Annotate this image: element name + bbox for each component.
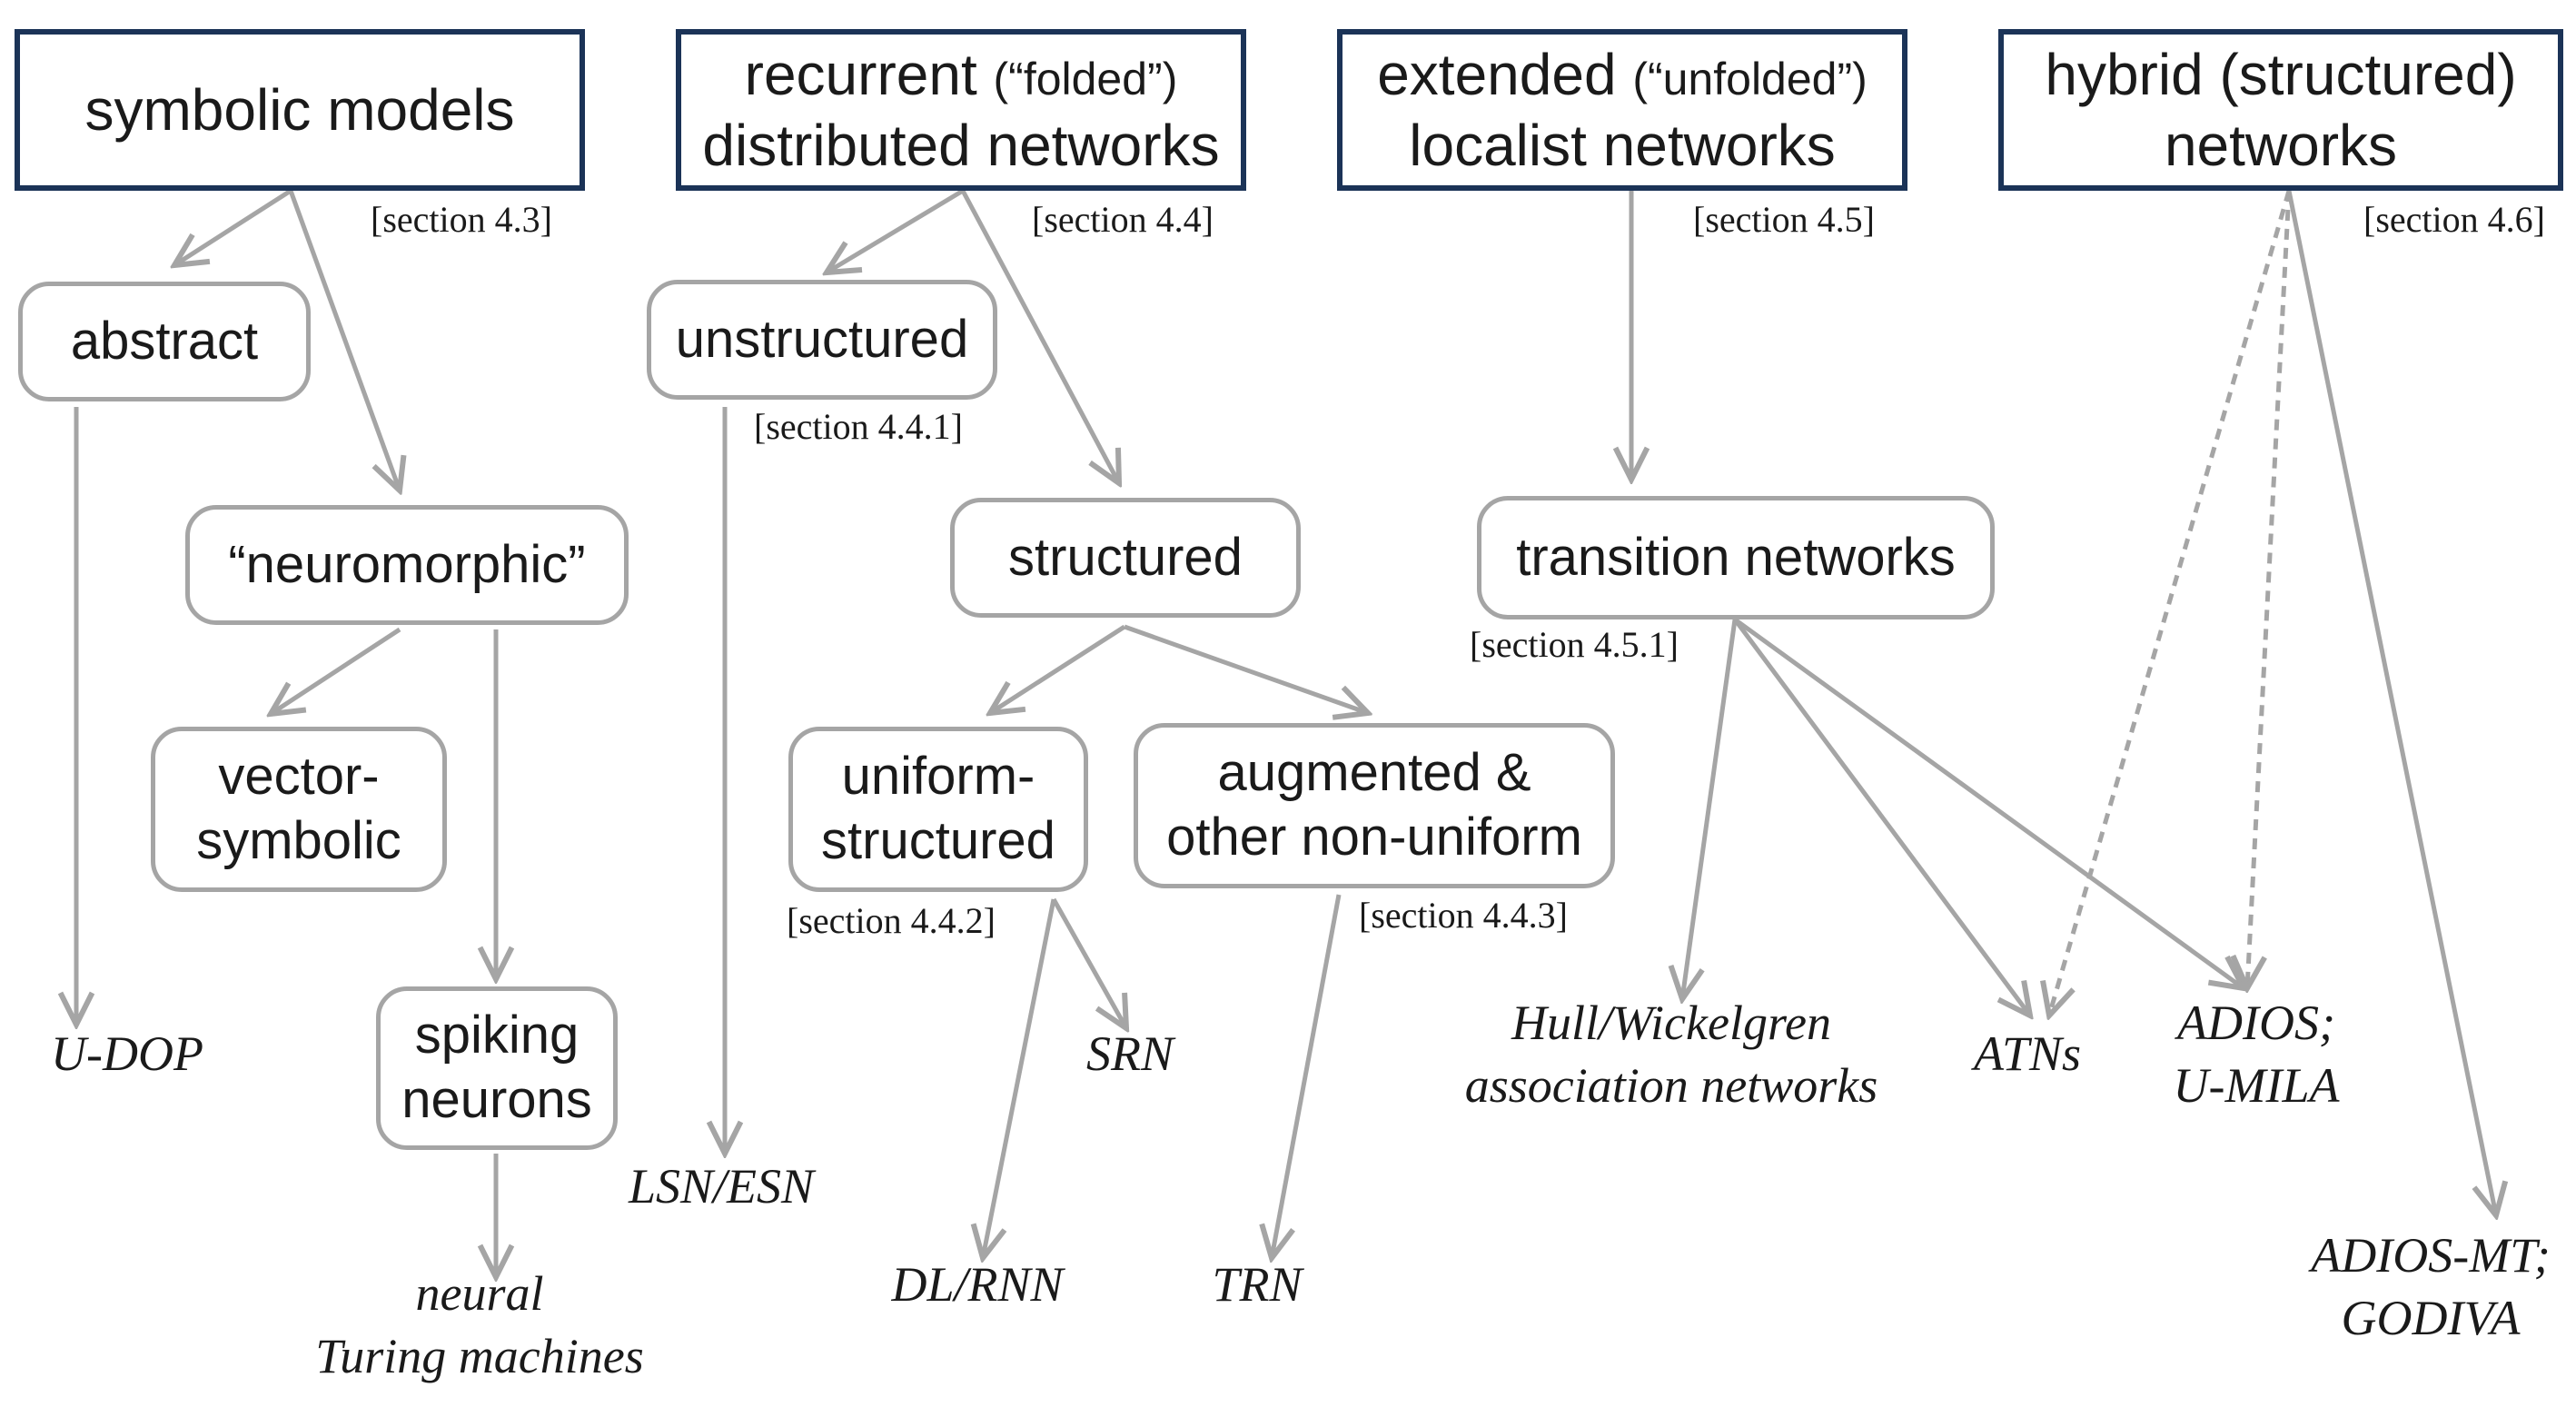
recurrent-title-line1: recurrent (“folded”) — [745, 39, 1178, 110]
extended-networks-box: extended (“unfolded”) localist networks — [1337, 29, 1907, 191]
spiking-neurons-node: spiking neurons — [376, 986, 618, 1150]
arrow-structured-to-augmented — [1124, 624, 1368, 713]
arrow-uniform-to-dlrnn — [983, 898, 1056, 1258]
trn-label: TRN — [1212, 1257, 1303, 1312]
u-dop-label: U-DOP — [51, 1026, 203, 1081]
adios-mt-label: ADIOS-MT; — [2311, 1228, 2551, 1283]
transition-networks-node: transition networks — [1477, 496, 1995, 619]
uniform-structured-node: uniform- structured — [788, 727, 1088, 892]
arrow-augmented-to-trn — [1272, 894, 1342, 1258]
u-mila-label: U-MILA — [2173, 1058, 2340, 1114]
turing-machines-label: Turing machines — [315, 1329, 644, 1384]
transition-networks-label: transition networks — [1516, 527, 1956, 587]
extended-title-line1: extended (“unfolded”) — [1377, 39, 1868, 110]
lsn-esn-label: LSN/ESN — [628, 1159, 815, 1214]
spiking-neurons-line1: spiking — [414, 1006, 580, 1065]
neuromorphic-label: “neuromorphic” — [228, 534, 586, 594]
hybrid-label: hybrid (structured) — [2045, 41, 2517, 107]
hybrid-networks-box: hybrid (structured) networks — [1998, 29, 2563, 191]
augmented-line2: other non-uniform — [1166, 808, 1582, 867]
symbolic-models-box: symbolic models — [15, 29, 585, 191]
leaf-neural-turing-machines: neural Turing machines — [315, 1263, 644, 1388]
section-label-4-4-1: [section 4.4.1] — [754, 406, 963, 447]
section-label-4-6: [section 4.6] — [2363, 199, 2545, 240]
arrow-uniform-to-srn — [1051, 897, 1126, 1028]
vector-symbolic-line2: symbolic — [196, 811, 401, 870]
section-label-4-4-2: [section 4.4.2] — [787, 900, 996, 941]
godiva-label: GODIVA — [2341, 1291, 2521, 1346]
arrow-transition-to-atns — [1732, 618, 2030, 1016]
unstructured-label: unstructured — [675, 309, 969, 369]
arrow-transition-to-hull — [1682, 619, 1738, 999]
association-networks-label: association networks — [1464, 1058, 1878, 1114]
section-label-4-3: [section 4.3] — [371, 199, 552, 240]
abstract-node: abstract — [18, 282, 311, 401]
leaf-trn: TRN — [1212, 1254, 1302, 1316]
uniform-structured-line2: structured — [821, 811, 1055, 870]
spiking-neurons-line2: neurons — [401, 1070, 592, 1129]
uniform-structured-line1: uniform- — [841, 747, 1035, 807]
leaf-srn: SRN — [1086, 1023, 1174, 1085]
distributed-networks-label: distributed networks — [702, 113, 1220, 178]
abstract-label: abstract — [70, 311, 259, 371]
leaf-adios-mt-godiva: ADIOS-MT; GODIVA — [2311, 1224, 2550, 1350]
adios-label: ADIOS; — [2177, 996, 2335, 1050]
leaf-u-dop: U-DOP — [51, 1023, 203, 1085]
atns-label: ATNs — [1973, 1026, 2082, 1081]
arrow-transition-to-adios — [1733, 617, 2244, 988]
section-label-4-5-1: [section 4.5.1] — [1470, 624, 1679, 665]
srn-label: SRN — [1085, 1026, 1174, 1081]
section-label-4-5: [section 4.5] — [1693, 199, 1875, 240]
folded-note: (“folded”) — [993, 53, 1178, 104]
arrow-hybrid-to-adios-mt — [2286, 190, 2496, 1215]
symbolic-models-label: symbolic models — [84, 76, 515, 143]
arrow-symbolic-to-neuromorphic — [288, 190, 400, 490]
structured-node: structured — [950, 498, 1301, 618]
section-label-4-4-3: [section 4.4.3] — [1359, 895, 1568, 936]
dl-rnn-label: DL/RNN — [891, 1257, 1064, 1312]
leaf-adios-umila: ADIOS; U-MILA — [2174, 992, 2340, 1117]
leaf-hull-wickelgren: Hull/Wickelgren association networks — [1465, 992, 1878, 1117]
recurrent-networks-box: recurrent (“folded”) distributed network… — [676, 29, 1246, 191]
hull-wickelgren-label: Hull/Wickelgren — [1511, 996, 1831, 1050]
arrow-symbolic-to-abstract — [174, 188, 292, 265]
neural-label: neural — [415, 1266, 544, 1321]
arrow-hybrid-to-atns-dashed — [2049, 190, 2292, 1016]
vector-symbolic-node: vector- symbolic — [151, 727, 447, 892]
vector-symbolic-line1: vector- — [218, 747, 380, 807]
recurrent-label: recurrent — [744, 41, 977, 107]
augmented-line1: augmented & — [1217, 743, 1531, 803]
arrow-recurrent-to-unstructured — [827, 188, 965, 272]
section-label-4-4: [section 4.4] — [1032, 199, 1214, 240]
arrow-recurrent-to-structured — [960, 189, 1119, 483]
neuromorphic-node: “neuromorphic” — [185, 505, 629, 625]
unfolded-note: (“unfolded”) — [1632, 53, 1868, 104]
structured-label: structured — [1008, 527, 1243, 587]
unstructured-node: unstructured — [647, 280, 997, 400]
arrow-structured-to-uniform — [990, 624, 1126, 713]
augmented-node: augmented & other non-uniform — [1134, 723, 1615, 888]
leaf-lsn-esn: LSN/ESN — [629, 1155, 814, 1218]
leaf-dl-rnn: DL/RNN — [891, 1254, 1063, 1316]
localist-networks-label: localist networks — [1409, 113, 1836, 178]
hybrid-networks-label: networks — [2164, 113, 2398, 178]
arrow-neuromorphic-to-vector-symbolic — [271, 627, 401, 714]
leaf-atns: ATNs — [1974, 1023, 2081, 1085]
extended-label: extended — [1377, 41, 1617, 107]
